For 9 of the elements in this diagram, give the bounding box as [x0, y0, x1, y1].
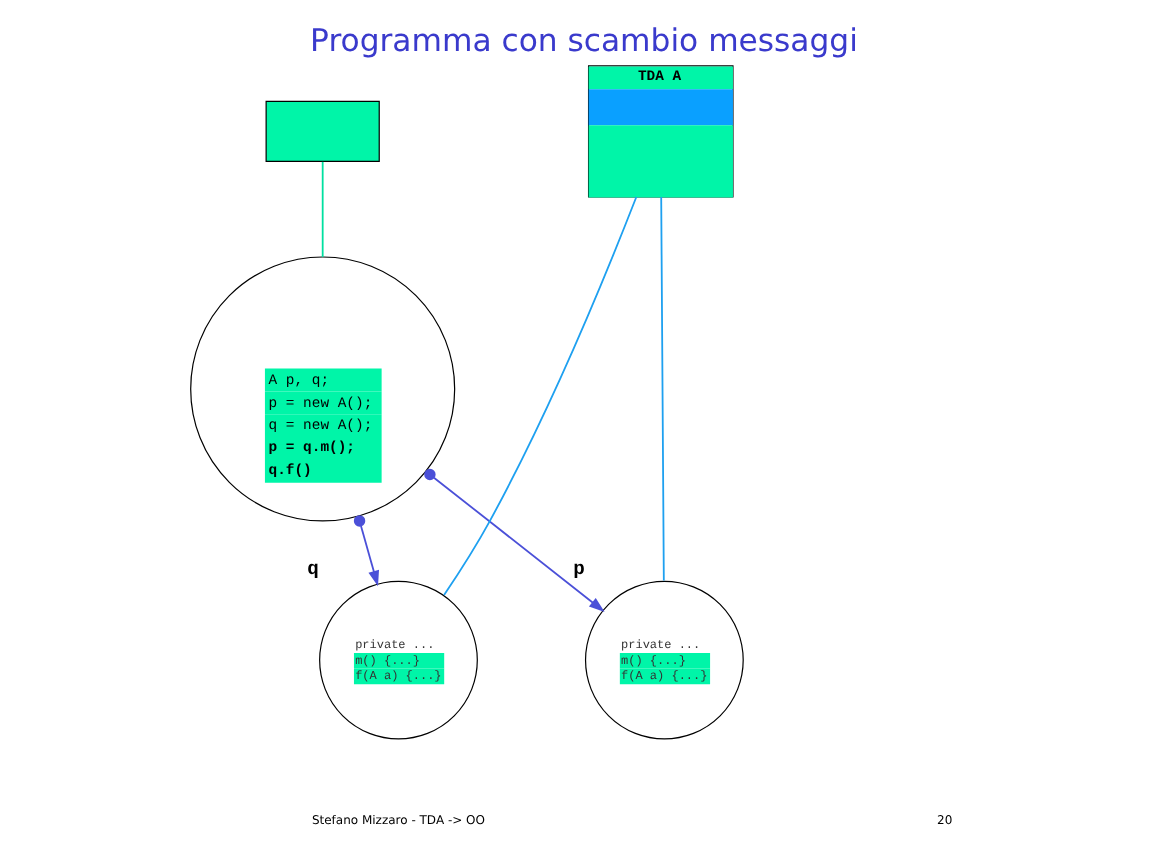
- connector: [442, 196, 637, 596]
- connector: [320, 160, 323, 258]
- node-label: p: [572, 557, 584, 580]
- arrow: [423, 468, 604, 612]
- node-box: [264, 100, 379, 163]
- arrow: [352, 515, 379, 587]
- diagram-title: Programma con scambio messaggi: [309, 21, 857, 60]
- node-label: q: [306, 557, 318, 580]
- connector: [659, 196, 664, 582]
